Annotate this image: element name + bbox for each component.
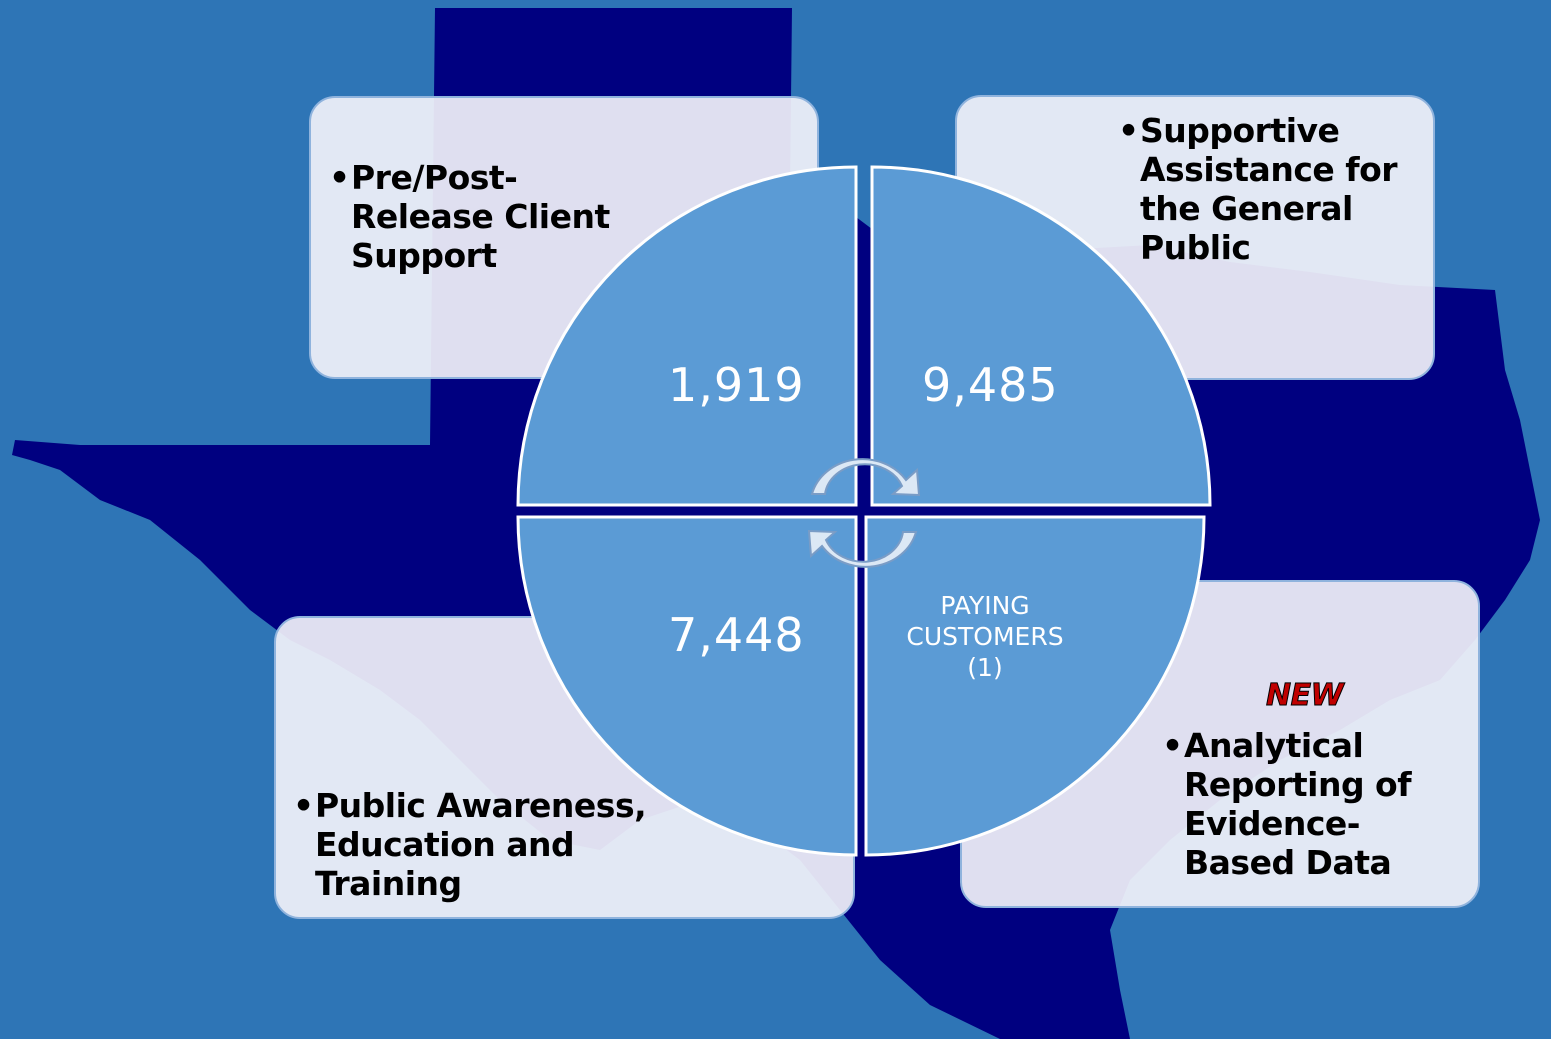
value-top-right: 9,485: [922, 358, 1059, 412]
bullet-top-right: • Supportive Assistance for the General …: [1118, 111, 1398, 267]
bullet-line: Reporting of: [1184, 765, 1412, 804]
bullet-line: Pre/Post-: [351, 158, 518, 197]
bullet-line: Support: [351, 236, 497, 275]
bullet-line: Supportive: [1140, 111, 1340, 150]
bullet-dot: •: [1118, 111, 1139, 150]
bullet-line: Evidence-: [1184, 804, 1361, 843]
bullet-line: Education and: [315, 825, 575, 864]
bullet-dot: •: [1162, 726, 1183, 765]
bullet-line: Release Client: [351, 197, 610, 236]
value-bottom-left: 7,448: [668, 608, 805, 662]
quadrant-bottom-left: [516, 515, 858, 857]
paying-line-1: PAYING: [940, 591, 1030, 620]
quadrant-top-left: [516, 165, 858, 507]
new-label: NEW: [1265, 678, 1344, 714]
bullet-line: Analytical: [1184, 726, 1364, 765]
bullet-line: Public: [1140, 228, 1251, 267]
value-top-left: 1,919: [668, 358, 805, 412]
bullet-top-left: • Pre/Post- Release Client Support: [329, 158, 610, 275]
quadrant-bottom-right: [864, 515, 1206, 857]
quadrant-top-right: [870, 165, 1212, 507]
bullet-line: the General: [1140, 189, 1353, 228]
bullet-bottom-left: • Public Awareness, Education and Traini…: [293, 786, 647, 903]
bullet-bottom-right: • Analytical Reporting of Evidence- Base…: [1162, 726, 1412, 882]
value-bottom-right: PAYING CUSTOMERS (1): [880, 590, 1090, 683]
cycle-arrows-icon: [807, 458, 921, 568]
arrow-bottom-icon: [807, 529, 918, 568]
paying-line-2: CUSTOMERS: [906, 622, 1064, 651]
arrow-top-icon: [810, 458, 921, 497]
bullet-line: Public Awareness,: [315, 786, 647, 825]
bullet-dot: •: [329, 158, 350, 197]
bullet-line: Assistance for: [1140, 150, 1398, 189]
bullet-line: Training: [315, 864, 462, 903]
bullet-dot: •: [293, 786, 314, 825]
bullet-line: Based Data: [1184, 843, 1392, 882]
paying-line-3: (1): [967, 653, 1003, 682]
